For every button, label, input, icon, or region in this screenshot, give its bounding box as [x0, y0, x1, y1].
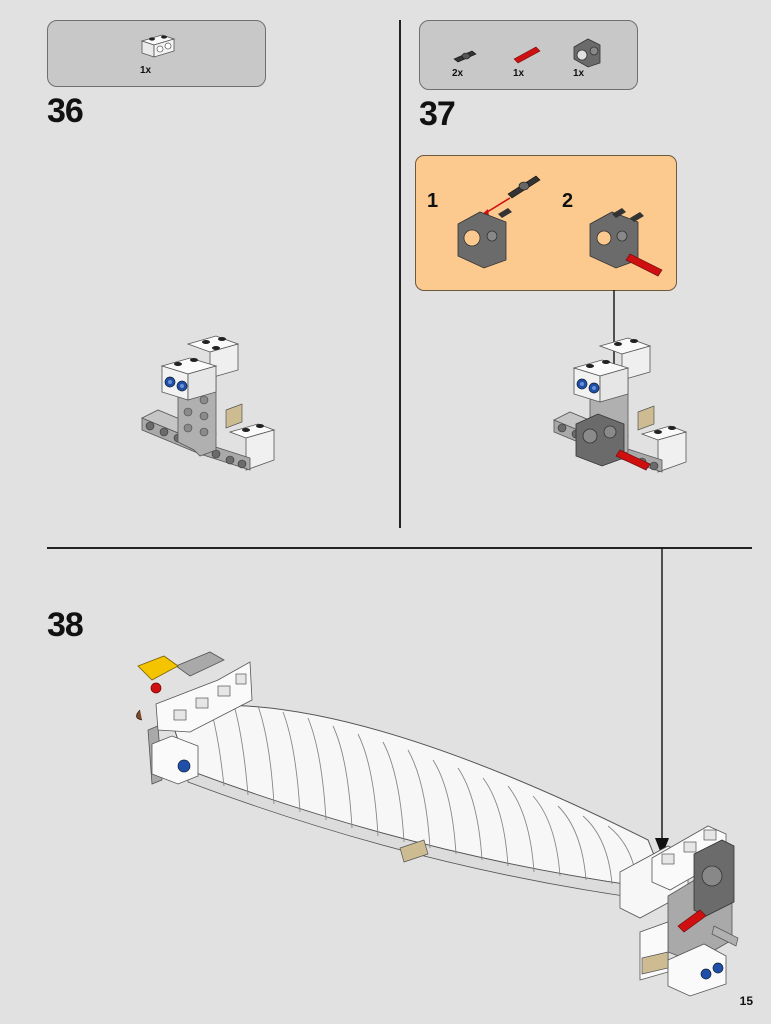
page-number: 15 — [739, 994, 753, 1008]
substep-callout: 1 2 — [415, 155, 677, 291]
horizontal-divider — [47, 547, 752, 549]
substep-number-1: 1 — [427, 190, 439, 212]
part-quantity: 1x — [513, 68, 525, 79]
substep-2-illustration — [589, 208, 663, 277]
step-number-38: 38 — [47, 606, 84, 644]
step-number-37: 37 — [419, 95, 456, 133]
substep-1-illustration — [457, 175, 541, 269]
substep-number-2: 2 — [562, 190, 574, 212]
red-axle-icon — [513, 46, 541, 64]
black-axle-pin-icon — [453, 50, 477, 63]
step-37-parts-box: 2x 1x 1x — [419, 20, 638, 90]
white-technic-brick-icon — [140, 34, 176, 58]
part-quantity: 2x — [452, 68, 464, 79]
step-38-model-illustration — [136, 651, 739, 997]
step-36-parts-box: 1x — [47, 20, 266, 87]
step-37-model-illustration — [553, 337, 688, 473]
vertical-divider — [399, 20, 401, 528]
step-38-arrow — [655, 548, 669, 856]
step-36-model-illustration — [141, 335, 276, 471]
step-number-36: 36 — [47, 92, 84, 130]
part-quantity: 1x — [140, 65, 152, 76]
part-quantity: 1x — [573, 68, 585, 79]
gray-connector-icon — [573, 38, 601, 68]
